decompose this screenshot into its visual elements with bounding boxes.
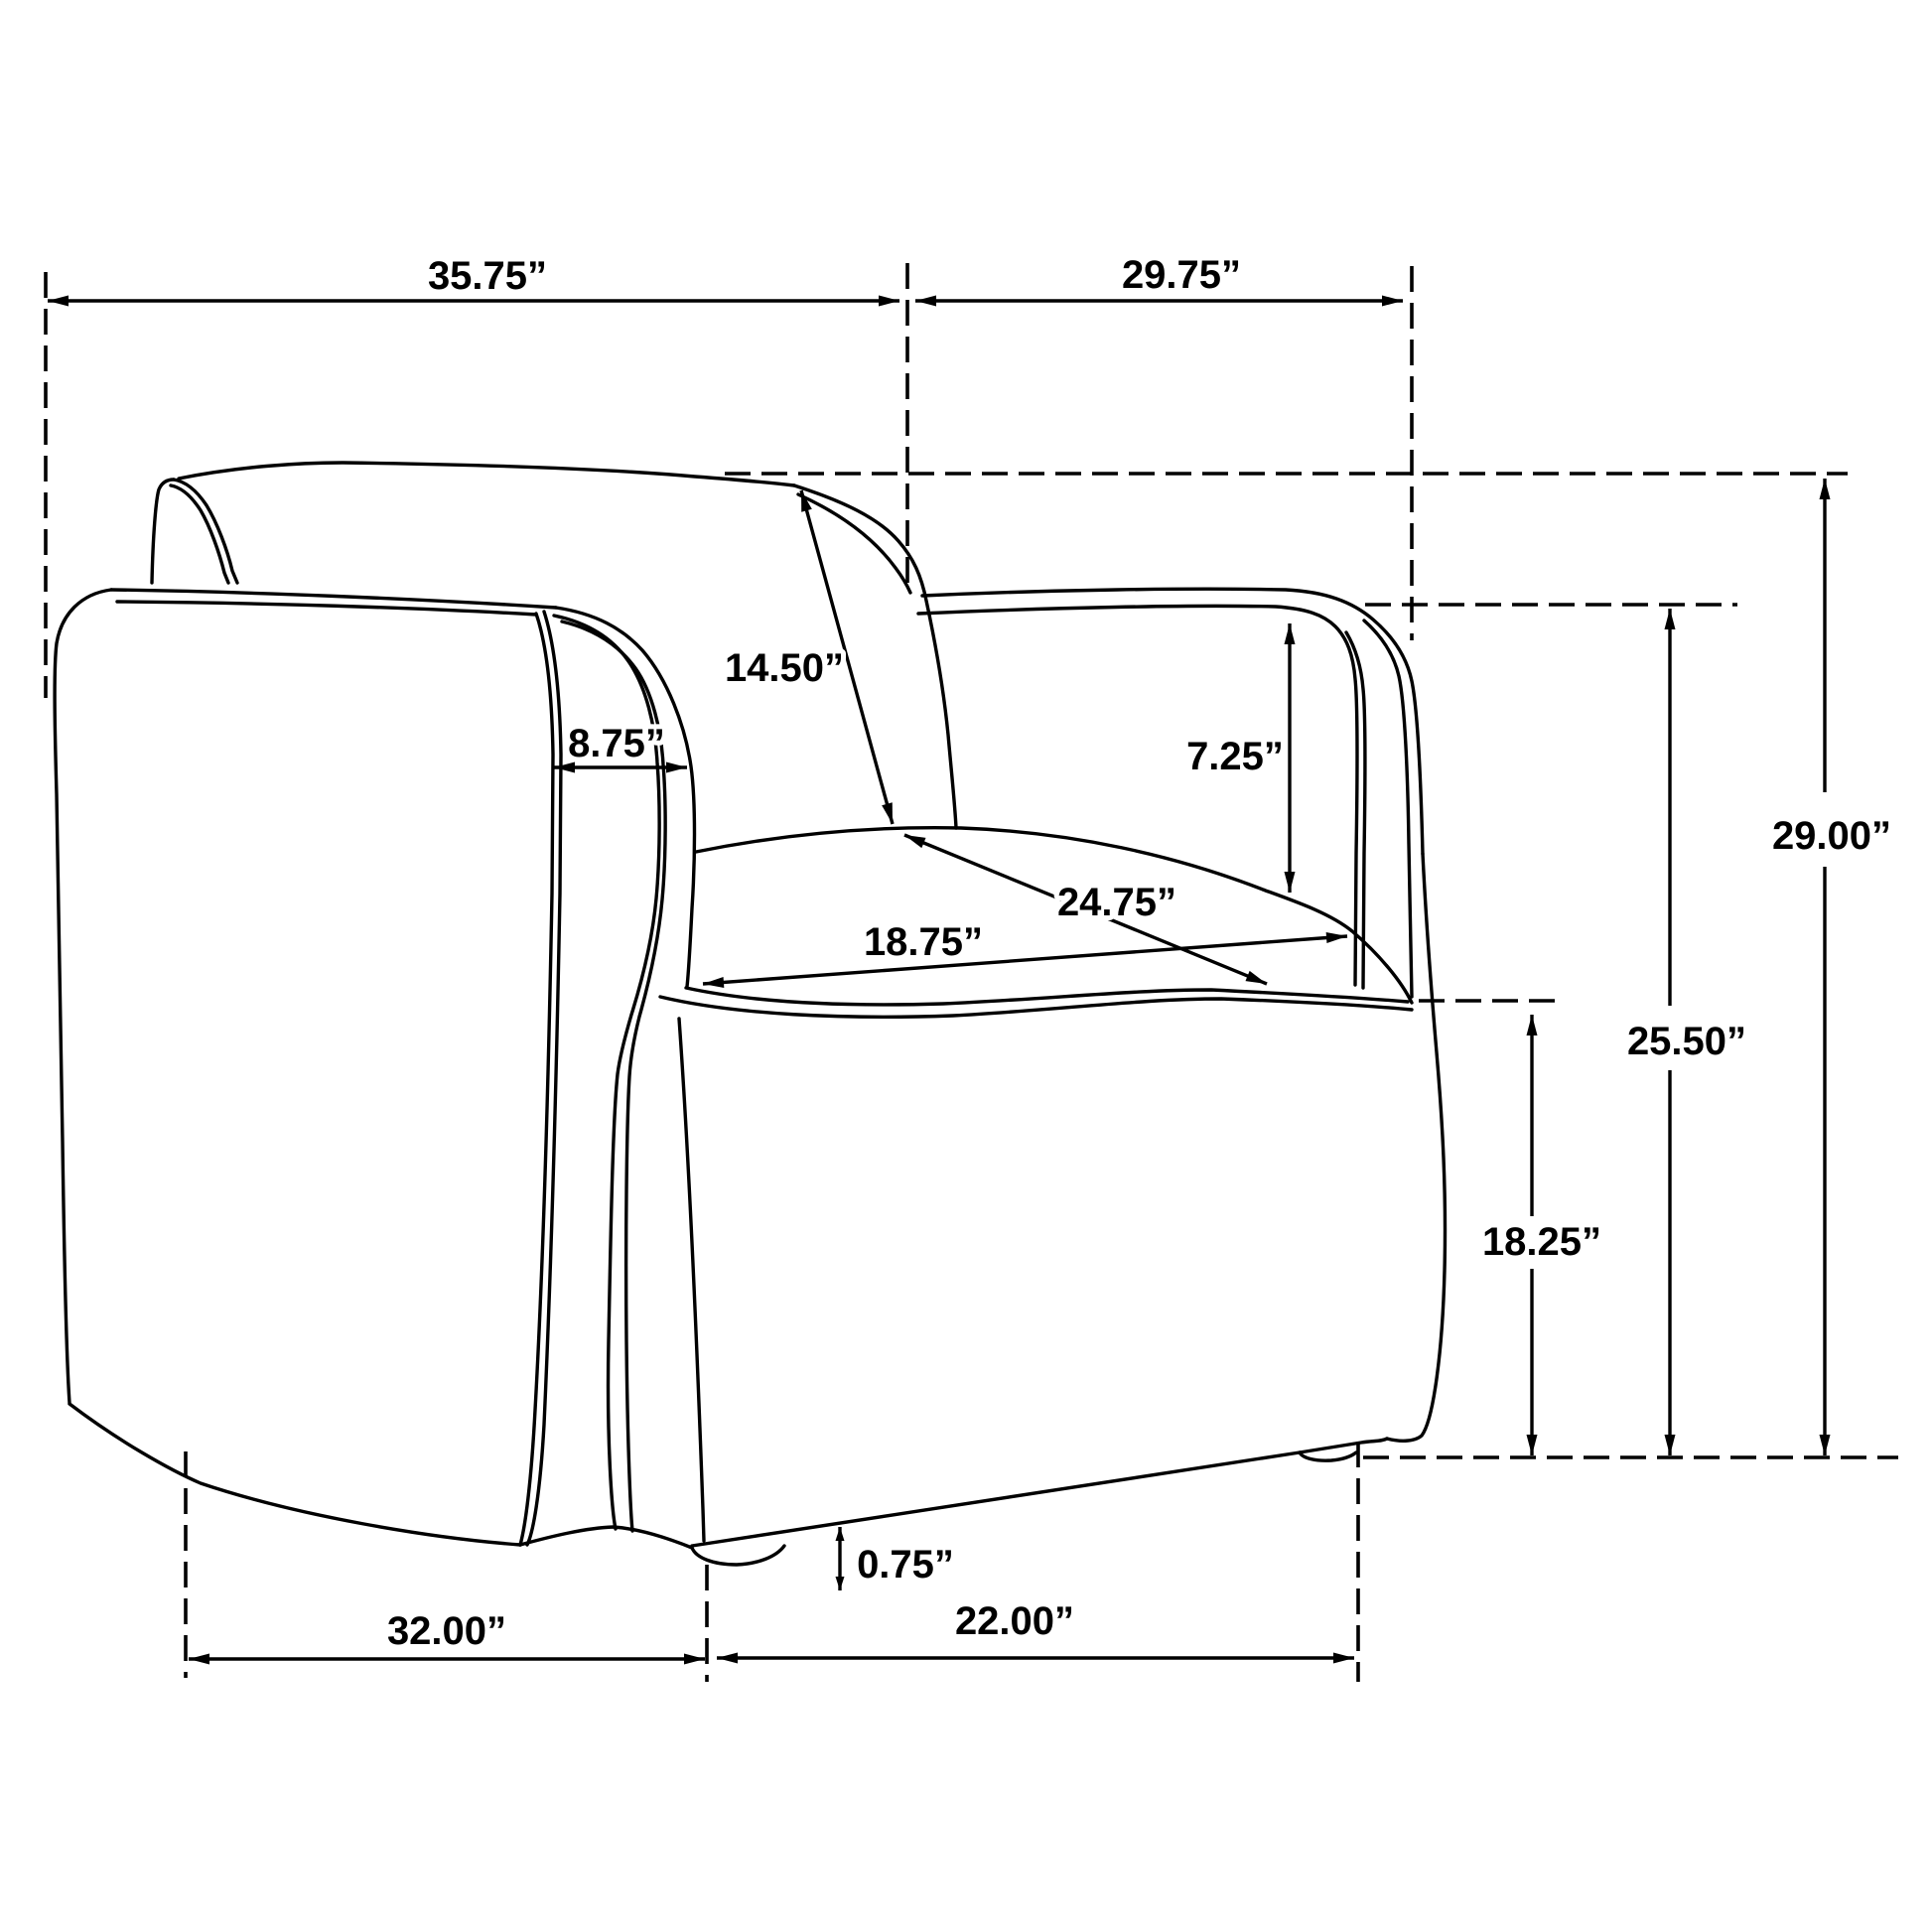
svg-text:29.00”: 29.00”: [1772, 814, 1891, 858]
svg-text:14.50”: 14.50”: [725, 646, 844, 690]
svg-text:8.75”: 8.75”: [568, 722, 665, 765]
svg-text:22.00”: 22.00”: [955, 1599, 1074, 1643]
svg-text:29.75”: 29.75”: [1122, 253, 1241, 297]
svg-text:25.50”: 25.50”: [1627, 1020, 1746, 1063]
svg-text:18.25”: 18.25”: [1482, 1220, 1601, 1264]
svg-text:35.75”: 35.75”: [428, 254, 547, 298]
svg-text:18.75”: 18.75”: [864, 920, 983, 964]
svg-text:0.75”: 0.75”: [857, 1543, 954, 1587]
svg-text:7.25”: 7.25”: [1186, 735, 1284, 778]
svg-text:24.75”: 24.75”: [1057, 881, 1176, 924]
svg-text:32.00”: 32.00”: [387, 1609, 506, 1653]
